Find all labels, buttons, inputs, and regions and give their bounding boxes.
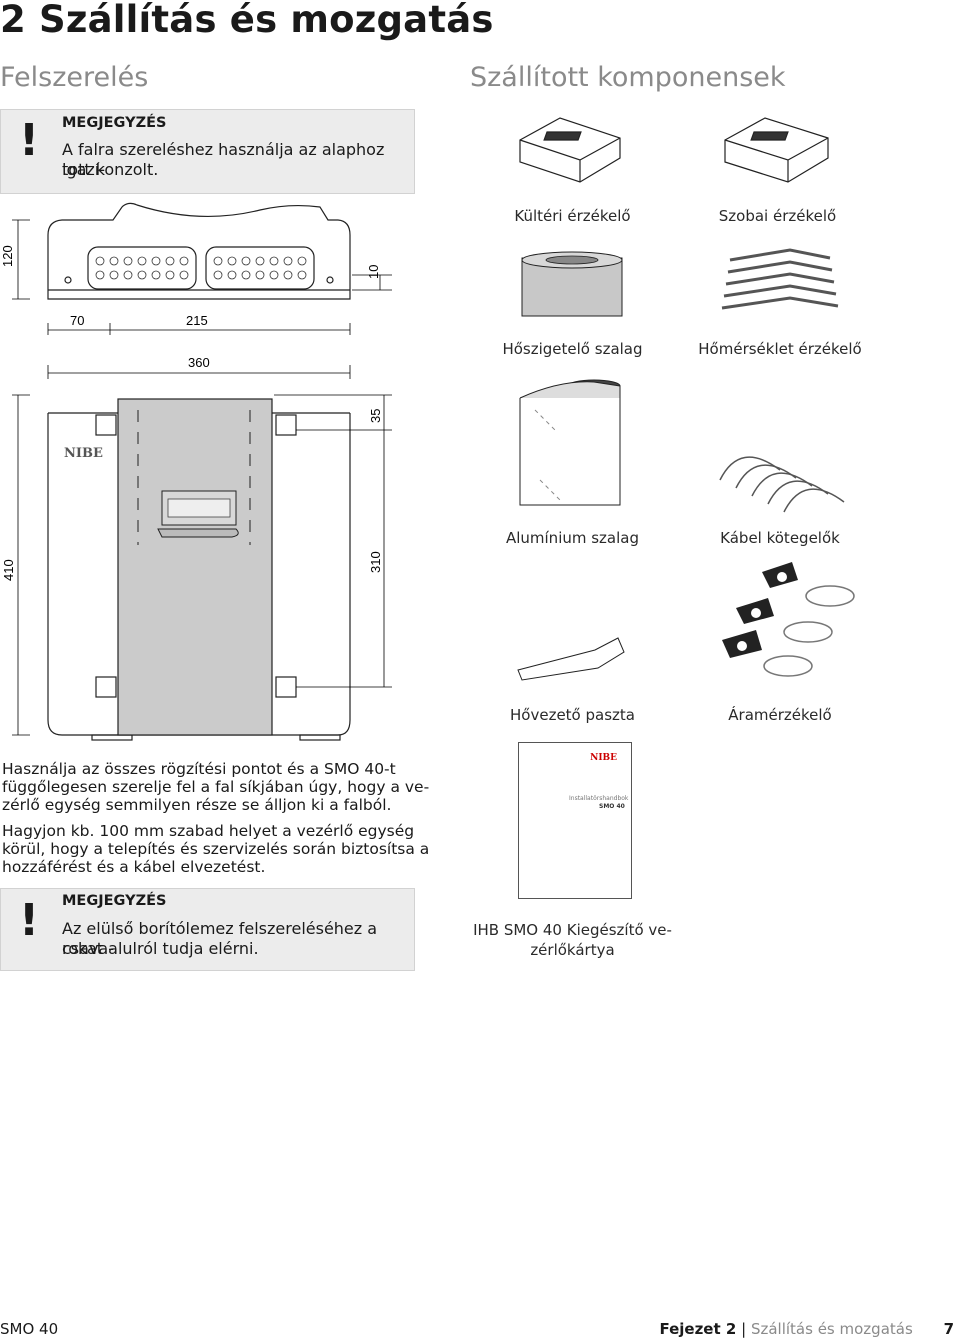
caption-heat-paste: Hővezető paszta [510, 706, 635, 724]
front-cover-panel [117, 398, 273, 736]
footer-product: SMO 40 [0, 1320, 59, 1338]
note-text-line-2: tott konzolt. [62, 160, 159, 179]
footer-page-number: 7 [943, 1320, 954, 1338]
note-heading: MEGJEGYZÉS [62, 893, 167, 909]
note-heading: MEGJEGYZÉS [62, 115, 167, 131]
exclamation-icon: ! [19, 115, 40, 166]
footer-chapter: Fejezet 2 | Szállítás és mozgatás 7 [659, 1320, 954, 1338]
dim-width: 360 [188, 355, 210, 370]
current-sensor-image [722, 562, 855, 677]
dim-depth-top: 10 [366, 265, 381, 279]
caption-temperature-sensor: Hőmérséklet érzékelő [698, 340, 862, 358]
footer-separator: | [741, 1320, 747, 1338]
body-line: körül, hogy a telepítés és szervizelés s… [2, 840, 430, 858]
manual-brand-logo: NIBE [590, 753, 617, 763]
dim-height-unit: 120 [0, 245, 15, 267]
caption-manual-line: zérlőkártya [530, 941, 615, 959]
aluminium-tape-image [519, 379, 621, 506]
component-illustrations [517, 117, 855, 681]
temperature-sensor-image [721, 248, 839, 310]
caption-outdoor-sensor: Kültéri érzékelő [514, 207, 631, 225]
body-paragraph-2: Hagyjon kb. 100 mm szabad helyet a vezér… [2, 822, 429, 876]
body-line: Hagyjon kb. 100 mm szabad helyet a vezér… [2, 822, 415, 840]
caption-current-sensor: Áramérzékelő [728, 706, 832, 724]
left-section-heading: Felszerelés [0, 62, 149, 93]
chapter-title: 2 Szállítás és mozgatás [0, 0, 494, 41]
brand-logo: NIBE [64, 446, 103, 461]
manual-title: Installatörshandbok [569, 795, 629, 802]
body-paragraph-1: Használja az összes rögzítési pontot és … [2, 760, 429, 814]
caption-room-sensor: Szobai érzékelő [718, 207, 837, 225]
note-box-mounting: ! MEGJEGYZÉS A falra szereléshez használ… [0, 109, 415, 194]
right-section-heading: Szállított komponensek [470, 62, 786, 93]
dim-offset-left: 70 [70, 313, 84, 328]
caption-cable-ties: Kábel kötegelők [720, 529, 840, 547]
caption-insulation-tape: Hőszigetelő szalag [502, 340, 643, 358]
note-text-line-2: rokat alulról tudja elérni. [62, 939, 259, 958]
outdoor-sensor-image [519, 117, 621, 183]
dim-height-front: 410 [1, 559, 16, 581]
dimension-lines-top [12, 219, 392, 379]
dimension-lines-front [12, 394, 392, 736]
note-text-line-1: Az elülső borítólemez felszereléséhez a … [62, 919, 378, 958]
footer-chapter-label: Fejezet 2 [659, 1320, 737, 1338]
body-line: zérlő egység semmilyen része se álljon k… [2, 796, 392, 814]
body-line: Használja az összes rögzítési pontot és … [2, 760, 396, 778]
caption-aluminium-tape: Alumínium szalag [505, 529, 640, 547]
top-view-outline [47, 202, 351, 300]
dim-hole-spacing: 215 [186, 313, 208, 328]
insulation-tape-image [521, 251, 623, 317]
connector-holes [95, 256, 307, 280]
note-box-cover: ! MEGJEGYZÉS Az elülső borítólemez felsz… [0, 888, 415, 971]
caption-manual-line: IHB SMO 40 Kiegészítő ve- [473, 921, 672, 939]
manual-model: SMO 40 [599, 803, 625, 810]
body-line: függőlegesen szerelje fel a fal síkjában… [2, 778, 430, 796]
caption-manual: IHB SMO 40 Kiegészítő ve- zérlőkártya [470, 920, 675, 960]
heat-paste-image [517, 637, 625, 681]
note-text-line-1: A falra szereléshez használja az alaphoz… [62, 140, 385, 179]
cable-ties-image [719, 456, 845, 513]
room-sensor-image [724, 117, 829, 183]
body-line: hozzáférést és a kábel elvezetést. [2, 858, 266, 876]
dim-hole-vertical: 310 [368, 551, 383, 573]
dim-top-offset: 35 [368, 409, 383, 423]
footer-chapter-name: Szállítás és mozgatás [750, 1320, 913, 1338]
dimension-drawing: 120 10 70 215 360 NIBE 35 410 310 [0, 202, 392, 741]
exclamation-icon: ! [19, 895, 40, 946]
manual-booklet-image: NIBE Installatörshandbok SMO 40 [518, 742, 632, 899]
